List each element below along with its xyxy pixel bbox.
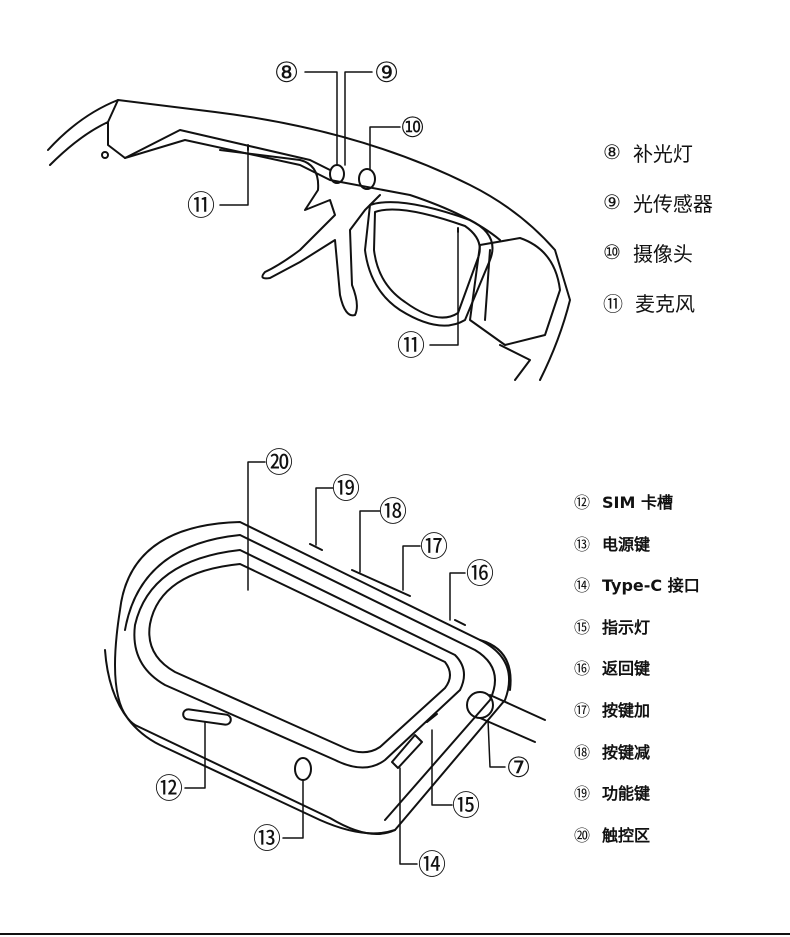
callout-19: ⑲ bbox=[332, 472, 360, 505]
controller-leader-lines bbox=[184, 461, 506, 865]
legend-item: ⑭ Type-C 接口 bbox=[574, 572, 700, 596]
controller-legend: ⑫ SIM 卡槽 ⑬ 电源键 ⑭ Type-C 接口 ⑮ 指示灯 ⑯ 返回键 ⑰ 按键加 ⑱… bbox=[574, 489, 700, 846]
legend-item: ⑯ 返回键 bbox=[574, 655, 700, 679]
callout-16: ⑯ bbox=[466, 557, 494, 590]
legend-number: ⑫ bbox=[574, 493, 591, 512]
legend-number: ⑮ bbox=[574, 617, 591, 637]
legend-item: ⑫ SIM 卡槽 bbox=[574, 489, 700, 513]
legend-label: SIM 卡槽 bbox=[602, 493, 673, 512]
legend-item: ⑱ 按键减 bbox=[574, 739, 700, 763]
legend-item: ⑬ 电源键 bbox=[574, 531, 700, 555]
legend-item: ⑮ 指示灯 bbox=[574, 614, 700, 638]
legend-number: ⑱ bbox=[574, 742, 591, 762]
legend-number: ⑨ bbox=[603, 190, 621, 214]
callout-13: ⑬ bbox=[253, 822, 281, 855]
callout-10: ⑩ bbox=[400, 111, 425, 144]
legend-label: 返回键 bbox=[602, 659, 651, 679]
callout-7: ⑦ bbox=[506, 751, 531, 784]
callout-18: ⑱ bbox=[379, 495, 407, 528]
legend-item: ⑰ 按键加 bbox=[574, 697, 700, 721]
callout-9: ⑨ bbox=[374, 56, 399, 89]
legend-label: Type-C 接口 bbox=[602, 576, 700, 596]
legend-number: ⑧ bbox=[603, 140, 621, 164]
callout-20: ⑳ bbox=[265, 446, 293, 479]
callout-15: ⑮ bbox=[452, 789, 480, 822]
legend-label: 摄像头 bbox=[632, 241, 693, 266]
legend-label: 指示灯 bbox=[602, 617, 651, 637]
legend-label: 补光灯 bbox=[632, 141, 693, 166]
callout-17: ⑰ bbox=[420, 530, 448, 563]
legend-label: 光传感器 bbox=[632, 191, 713, 216]
legend-number: ⑭ bbox=[574, 576, 591, 596]
legend-label: 触控区 bbox=[602, 825, 651, 845]
callout-12: ⑫ bbox=[155, 772, 183, 805]
legend-item: ⑳ 触控区 bbox=[574, 822, 700, 846]
legend-number: ⑰ bbox=[574, 700, 591, 720]
glasses-legend: ⑧ 补光灯 ⑨ 光传感器 ⑩ 摄像头 ⑪ 麦克风 bbox=[603, 140, 713, 316]
legend-label: 按键加 bbox=[602, 700, 651, 720]
legend-item: ⑨ 光传感器 bbox=[603, 190, 713, 216]
callout-14: ⑭ bbox=[418, 848, 446, 881]
callout-8: ⑧ bbox=[274, 56, 299, 89]
legend-number: ⑬ bbox=[574, 534, 591, 554]
legend-number: ⑯ bbox=[574, 659, 591, 679]
legend-item: ⑩ 摄像头 bbox=[603, 240, 713, 266]
legend-label: 电源键 bbox=[602, 534, 651, 554]
callout-11-right: ⑪ bbox=[397, 329, 425, 362]
glasses-illustration bbox=[47, 99, 571, 381]
legend-label: 功能键 bbox=[602, 784, 651, 804]
controller-illustration bbox=[104, 521, 546, 835]
legend-number: ⑳ bbox=[574, 825, 591, 845]
legend-item: ⑧ 补光灯 bbox=[603, 140, 713, 166]
page-divider bbox=[0, 933, 790, 935]
legend-number: ⑪ bbox=[603, 291, 623, 316]
legend-number: ⑩ bbox=[603, 240, 621, 264]
glasses-leader-lines bbox=[219, 71, 459, 346]
legend-item: ⑲ 功能键 bbox=[574, 780, 700, 804]
callout-11-left: ⑪ bbox=[187, 189, 215, 222]
legend-number: ⑲ bbox=[574, 784, 591, 804]
legend-item: ⑪ 麦克风 bbox=[603, 290, 713, 316]
legend-label: 麦克风 bbox=[635, 291, 695, 316]
legend-label: 按键减 bbox=[602, 742, 651, 762]
